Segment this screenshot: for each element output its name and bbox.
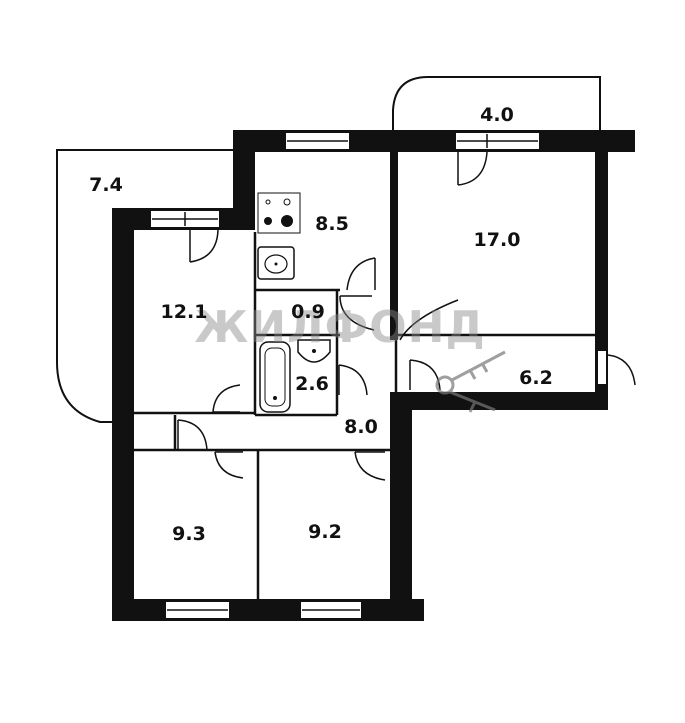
area-bedroom-left: 9.3 <box>172 523 206 545</box>
watermark-text: ЖИЛФОНД <box>194 302 485 353</box>
area-bedroom-right: 9.2 <box>308 521 342 543</box>
stove-icon <box>257 192 301 234</box>
door-kitchen <box>346 257 376 291</box>
door-bathroom <box>338 364 368 396</box>
keys-icon <box>435 350 506 413</box>
door-living-balcony <box>457 151 488 186</box>
door-side-right <box>607 354 636 386</box>
walls <box>112 130 635 621</box>
door-room-left <box>212 384 241 413</box>
loggia-left-outline <box>56 149 235 423</box>
door-room-left-balcony <box>189 229 219 263</box>
kitchen-sink-icon <box>257 246 295 280</box>
area-bathroom: 2.6 <box>295 373 329 395</box>
window-living-large <box>454 131 541 151</box>
door-hall-left <box>177 419 208 451</box>
area-loggia-left: 7.4 <box>89 174 123 196</box>
door-living-large <box>339 295 459 341</box>
area-balcony-top: 4.0 <box>480 104 514 126</box>
window-bedroom-right <box>299 600 363 620</box>
washbasin-icon <box>297 339 331 363</box>
area-living-large: 17.0 <box>474 229 521 251</box>
door-bedroom-left <box>214 451 244 479</box>
area-storage: 6.2 <box>519 367 553 389</box>
door-storage <box>409 359 441 391</box>
door-bedroom-right <box>354 451 386 481</box>
area-toilet: 0.9 <box>291 301 325 323</box>
balcony-top-outline <box>392 76 601 130</box>
area-hall: 8.0 <box>344 416 378 438</box>
window-bedroom-left <box>164 600 231 620</box>
area-kitchen: 8.5 <box>315 213 349 235</box>
bathtub-icon <box>259 341 291 413</box>
area-room-left: 12.1 <box>161 301 208 323</box>
window-side-right <box>596 349 608 386</box>
window-kitchen <box>284 131 351 151</box>
window-room-left <box>149 209 221 229</box>
